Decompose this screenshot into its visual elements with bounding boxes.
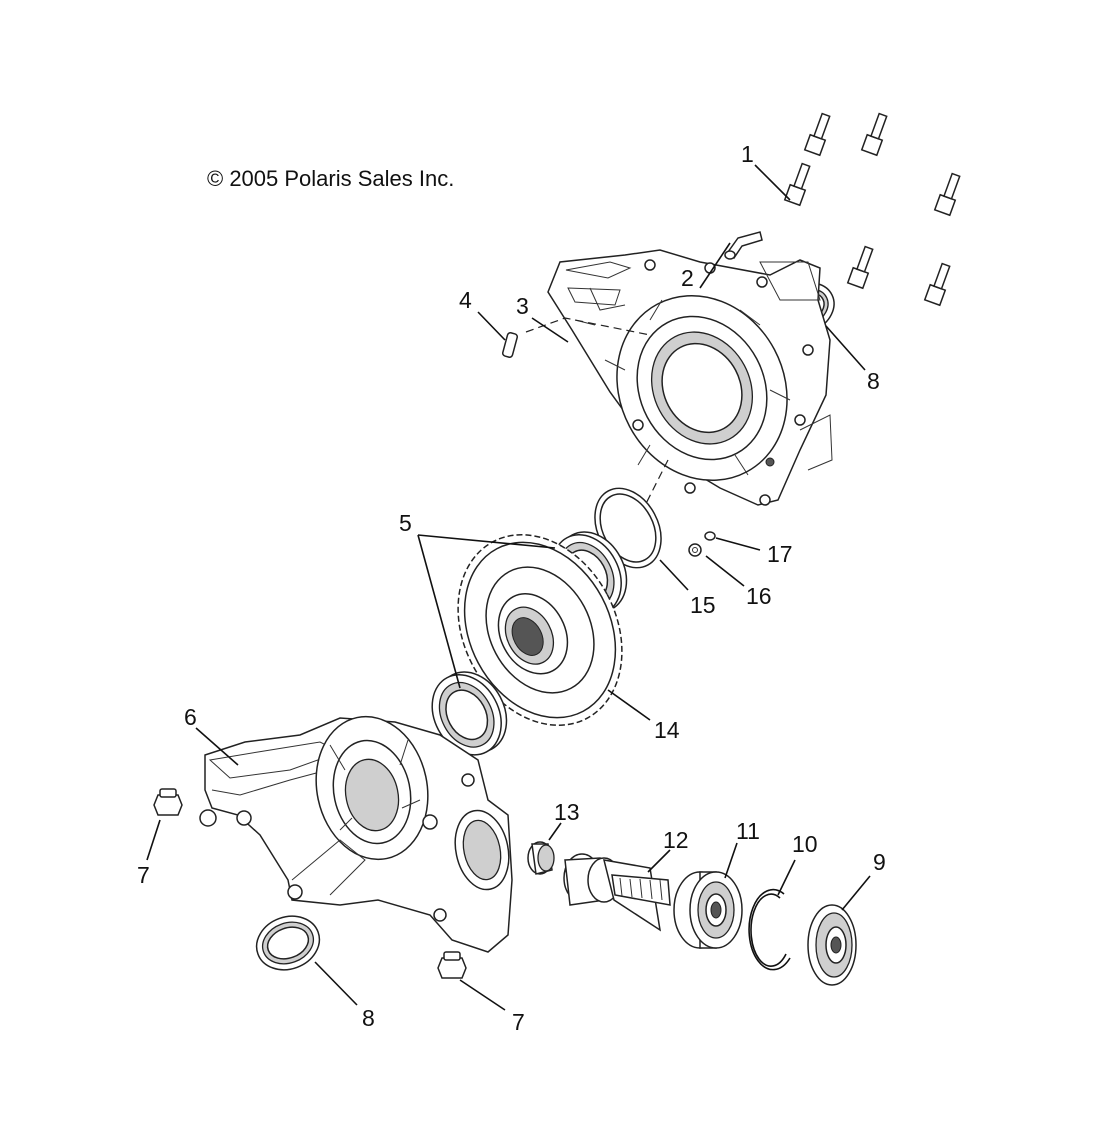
callout-8-top: 8 [867, 368, 880, 394]
copyright-notice: © 2005 Polaris Sales Inc. [207, 166, 455, 191]
upper-housing-cover [547, 249, 833, 506]
callout-11: 11 [736, 818, 760, 844]
callout-4: 4 [459, 287, 472, 313]
callout-10: 10 [792, 831, 818, 857]
bearing-lower [431, 671, 508, 756]
output-seal [807, 904, 857, 986]
ball-bearing [673, 871, 743, 949]
callout-15: 15 [690, 592, 716, 618]
callout-7-left: 7 [137, 862, 150, 888]
callout-3: 3 [516, 293, 529, 319]
dowel-pin [501, 332, 519, 358]
callout-2: 2 [681, 265, 694, 291]
callout-13: 13 [554, 799, 580, 825]
sealing-washer [704, 531, 716, 541]
callout-8-bottom: 8 [362, 1005, 375, 1031]
callout-1: 1 [741, 141, 754, 167]
callout-9: 9 [873, 849, 886, 875]
snap-ring [748, 888, 791, 971]
plug-left [153, 788, 183, 816]
main-housing [199, 715, 513, 953]
plug-bottom [437, 951, 467, 979]
drain-bolt [688, 543, 702, 557]
leader-lines [146, 164, 871, 1011]
ring-gear [457, 534, 623, 726]
callout-7-bottom: 7 [512, 1009, 525, 1035]
callout-14: 14 [654, 717, 680, 743]
callout-6: 6 [184, 704, 197, 730]
needle-bushing [527, 841, 555, 875]
assembly-axis-upper [525, 317, 651, 336]
callout-5: 5 [399, 510, 412, 536]
callout-labels: 1 2 3 4 5 6 7 7 8 8 9 10 11 12 13 14 15 … [137, 141, 886, 1035]
callout-12: 12 [663, 827, 689, 853]
seal-bottom [255, 915, 321, 971]
pinion-shaft [563, 853, 671, 932]
callout-16: 16 [746, 583, 772, 609]
callout-17: 17 [767, 541, 793, 567]
bolt-group [783, 112, 961, 307]
vent-fitting [724, 231, 763, 260]
